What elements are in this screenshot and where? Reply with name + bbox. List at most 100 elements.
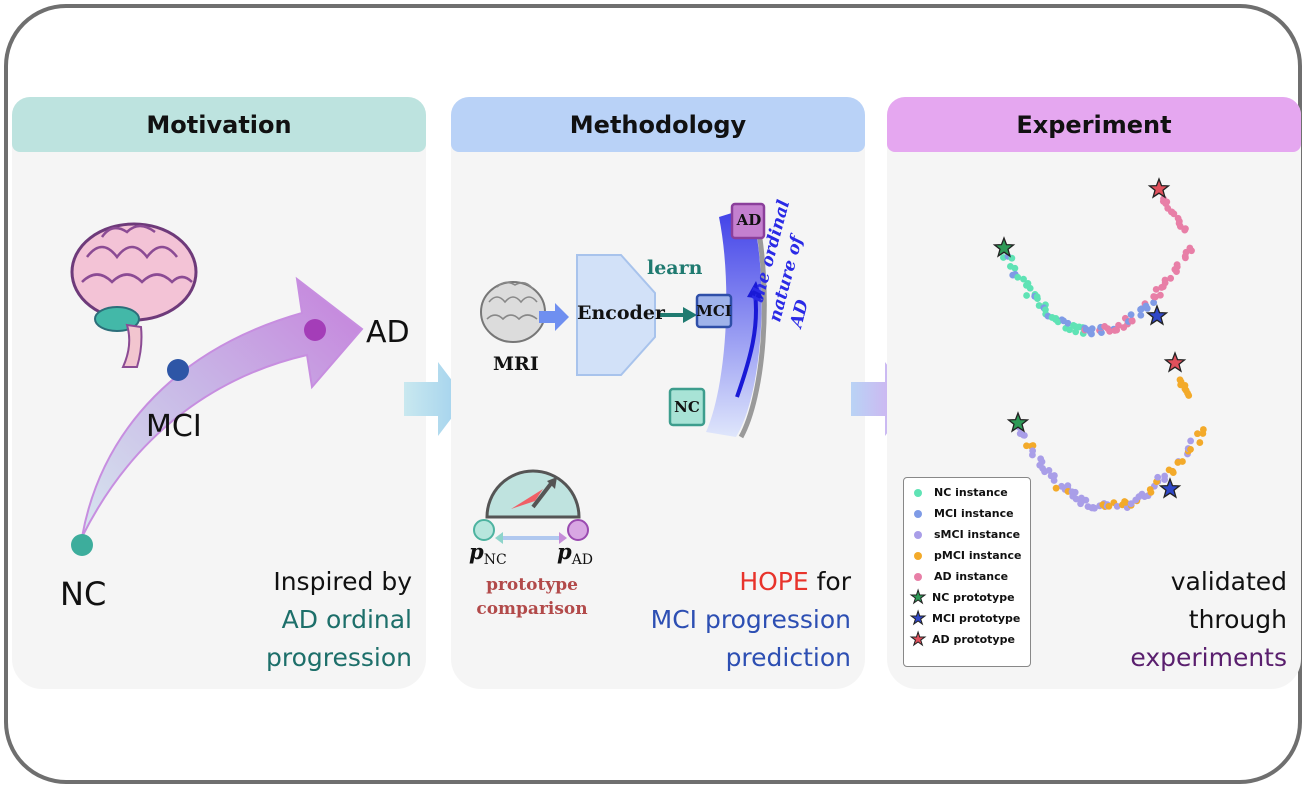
ad-stage-dot bbox=[304, 319, 326, 341]
scatter-point bbox=[1082, 496, 1090, 504]
caption-line: validated bbox=[1170, 567, 1287, 596]
hope-word: HOPE bbox=[739, 567, 809, 596]
legend-star-icon: ★ bbox=[910, 607, 927, 629]
legend-label: sMCI instance bbox=[934, 528, 1021, 541]
scatter-point bbox=[1029, 451, 1036, 459]
prototype-comparison-label: prototype comparison bbox=[467, 573, 597, 621]
scatter-point bbox=[1181, 226, 1189, 234]
motivation-panel: Motivation NC MCI AD Inspired by AD ordi… bbox=[12, 97, 426, 689]
caption-line: experiments bbox=[1130, 643, 1287, 672]
progression-arrow bbox=[81, 276, 364, 538]
scatter-point bbox=[1023, 292, 1030, 299]
progression-word: progression bbox=[697, 605, 851, 634]
scatter-point bbox=[1187, 445, 1194, 453]
prototype-star-icon bbox=[992, 236, 1016, 258]
scatter-point bbox=[1150, 299, 1158, 307]
learn-label: learn bbox=[647, 257, 703, 279]
scatter-point bbox=[1156, 291, 1164, 299]
experiment-header: Experiment bbox=[887, 97, 1301, 152]
scatter-point bbox=[1186, 244, 1194, 252]
legend-item: NC instance bbox=[904, 482, 1030, 503]
scatter-point bbox=[1196, 439, 1204, 446]
ad-node bbox=[730, 202, 766, 240]
scatter-point bbox=[1142, 302, 1150, 310]
caption-line: Inspired by bbox=[273, 567, 412, 596]
prototype-line: prototype bbox=[486, 575, 578, 595]
mci-label: MCI bbox=[146, 409, 202, 444]
scatter-point bbox=[1020, 275, 1027, 283]
scatter-point bbox=[1127, 311, 1135, 319]
legend-item: pMCI instance bbox=[904, 545, 1030, 566]
motivation-caption: Inspired by AD ordinal progression bbox=[266, 563, 412, 677]
scatter-point bbox=[1173, 263, 1181, 271]
caption-line: progression bbox=[265, 643, 412, 672]
prototype-stars bbox=[992, 177, 1187, 499]
brain-icon bbox=[70, 222, 198, 368]
prediction-word: prediction bbox=[725, 643, 851, 672]
scatter-point bbox=[1115, 321, 1122, 329]
scatter-point bbox=[1066, 326, 1073, 334]
legend-dot-icon bbox=[914, 488, 922, 497]
scatter-point bbox=[1072, 328, 1080, 336]
scatter-point bbox=[1170, 210, 1178, 218]
learn-arrowhead bbox=[683, 307, 697, 323]
ordinal-arrowhead bbox=[747, 281, 763, 299]
mci-node bbox=[695, 293, 733, 329]
prototype-gauge-icon bbox=[473, 469, 589, 544]
connector-arrow-icon bbox=[404, 362, 466, 436]
nc-node bbox=[668, 387, 706, 427]
scatter-point bbox=[1146, 486, 1154, 493]
mri-label: MRI bbox=[493, 353, 539, 375]
methodology-caption: HOPE for MCI progression prediction bbox=[651, 563, 851, 677]
prototype-star-icon bbox=[1145, 304, 1169, 326]
scatter-point bbox=[1154, 473, 1162, 481]
nc-label: NC bbox=[60, 575, 107, 613]
scatter-point bbox=[1050, 472, 1058, 479]
legend-label: pMCI instance bbox=[934, 549, 1022, 562]
p-ad-label: pAD bbox=[557, 539, 593, 568]
scatter-point bbox=[1011, 264, 1019, 272]
legend-item: ★MCI prototype bbox=[904, 608, 1030, 629]
motivation-header: Motivation bbox=[12, 97, 426, 152]
legend-label: MCI instance bbox=[934, 507, 1014, 520]
scatter-point bbox=[1113, 502, 1121, 510]
legend-item: sMCI instance bbox=[904, 524, 1030, 545]
scatter-point bbox=[1150, 293, 1158, 300]
scatter-point bbox=[1199, 426, 1207, 433]
p-ad-symbol: p bbox=[557, 539, 572, 564]
scatter-point bbox=[1194, 430, 1201, 438]
for-word: for bbox=[808, 567, 851, 596]
p-ad-subscript: AD bbox=[571, 552, 594, 569]
encoder-label: Encoder bbox=[577, 302, 665, 324]
p-nc-symbol: p bbox=[469, 539, 484, 564]
mci-stage-dot bbox=[167, 359, 189, 381]
band-shadow bbox=[738, 208, 767, 439]
scatter-point bbox=[1064, 319, 1072, 327]
scatter-point bbox=[1169, 467, 1176, 475]
scatter-point bbox=[1050, 477, 1058, 484]
scatter-point bbox=[1152, 285, 1160, 293]
methodology-panel: Methodology bbox=[451, 97, 865, 689]
prototype-star-icon bbox=[1158, 477, 1182, 499]
p-nc-label: pNC bbox=[469, 539, 507, 568]
scatter-point bbox=[1127, 500, 1135, 508]
scatter-point bbox=[1122, 498, 1130, 506]
scatter-point bbox=[1187, 437, 1195, 445]
legend-label: NC prototype bbox=[932, 591, 1015, 604]
ordinal-band bbox=[706, 207, 762, 437]
mri-brain-icon bbox=[480, 281, 546, 343]
ad-label: AD bbox=[366, 315, 410, 350]
scatter-point bbox=[1034, 295, 1041, 302]
legend-dot-icon bbox=[914, 551, 922, 560]
legend-dot-icon bbox=[914, 572, 922, 581]
caption-line: AD ordinal bbox=[281, 605, 412, 634]
scatter-point bbox=[1052, 484, 1060, 492]
legend-item: AD instance bbox=[904, 566, 1030, 587]
scatter-point bbox=[1185, 392, 1193, 399]
input-arrow bbox=[539, 303, 569, 331]
prototype-star-icon bbox=[1006, 411, 1030, 433]
methodology-header: Methodology bbox=[451, 97, 865, 152]
legend-label: AD prototype bbox=[932, 633, 1015, 646]
methodology-diagram bbox=[473, 202, 767, 544]
